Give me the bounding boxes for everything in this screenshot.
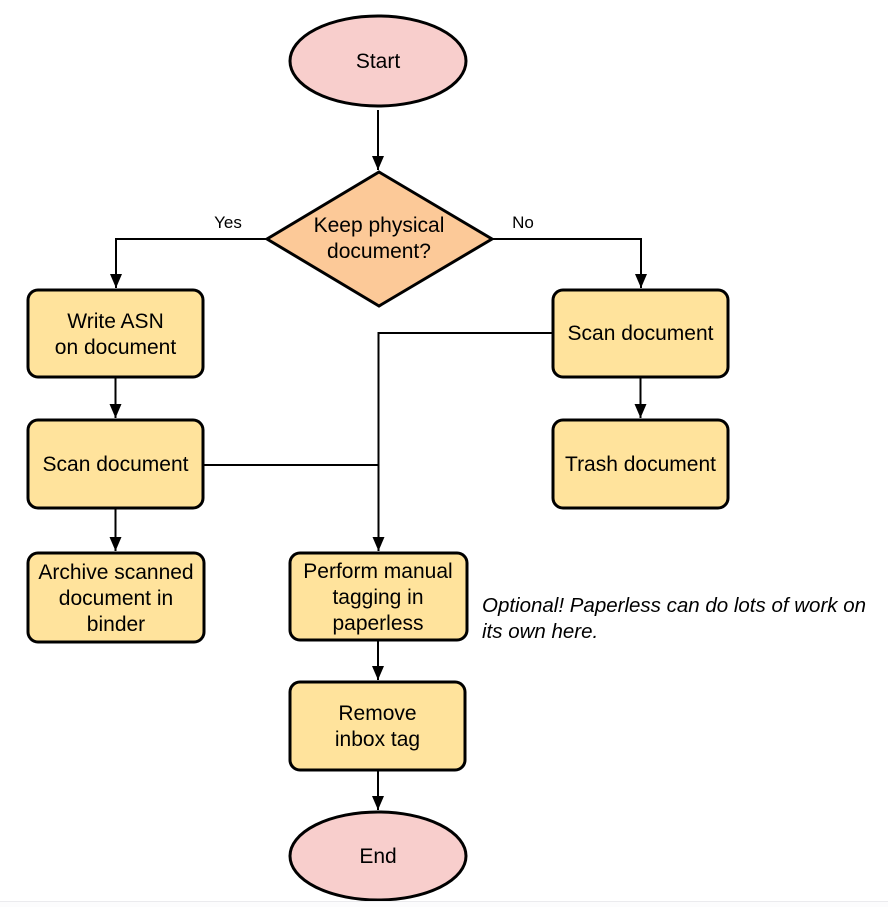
decision-node-label-line1: Keep physical bbox=[314, 214, 445, 237]
archive-label-line3: binder bbox=[87, 613, 145, 636]
optional-note-line1: Optional! Paperless can do lots of work … bbox=[482, 594, 866, 617]
scan-document-right-node bbox=[551, 288, 730, 379]
write-asn-label-line2: on document bbox=[55, 336, 177, 359]
write-asn-label-line1: Write ASN bbox=[67, 310, 163, 333]
tagging-label-line1: Perform manual bbox=[303, 560, 452, 583]
optional-note-line2: its own here. bbox=[482, 620, 598, 643]
edge-decision-no-to-scan-right bbox=[492, 238, 647, 288]
start-node-label: Start bbox=[356, 50, 401, 73]
remove-inbox-label-line2: inbox tag bbox=[335, 728, 420, 751]
end-node-label: End bbox=[359, 845, 396, 868]
trash-node bbox=[551, 418, 730, 510]
archive-label-line1: Archive scanned bbox=[38, 561, 193, 584]
archive-label-line2: document in bbox=[59, 587, 173, 610]
edge-decision-yes-to-write-asn bbox=[110, 238, 267, 288]
archive-node bbox=[26, 551, 206, 644]
start-node bbox=[288, 14, 468, 108]
edge-scan-right-to-tagging bbox=[372, 332, 552, 551]
remove-inbox-node bbox=[288, 680, 467, 772]
bottom-strip bbox=[0, 902, 888, 907]
scan-document-left-label: Scan document bbox=[43, 453, 189, 476]
end-node bbox=[288, 810, 468, 902]
edge-label-no: No bbox=[512, 213, 534, 232]
trash-label: Trash document bbox=[565, 453, 716, 476]
edge-label-yes: Yes bbox=[214, 213, 242, 232]
tagging-label-line2: tagging in bbox=[332, 586, 423, 609]
decision-node-label-line2: document? bbox=[327, 240, 431, 263]
tagging-node bbox=[288, 551, 469, 642]
scan-document-left-node bbox=[26, 418, 205, 510]
decision-node bbox=[264, 170, 495, 308]
write-asn-node bbox=[26, 288, 205, 379]
remove-inbox-label-line1: Remove bbox=[338, 702, 416, 725]
tagging-label-line3: paperless bbox=[332, 612, 423, 635]
scan-document-right-label: Scan document bbox=[568, 322, 714, 345]
